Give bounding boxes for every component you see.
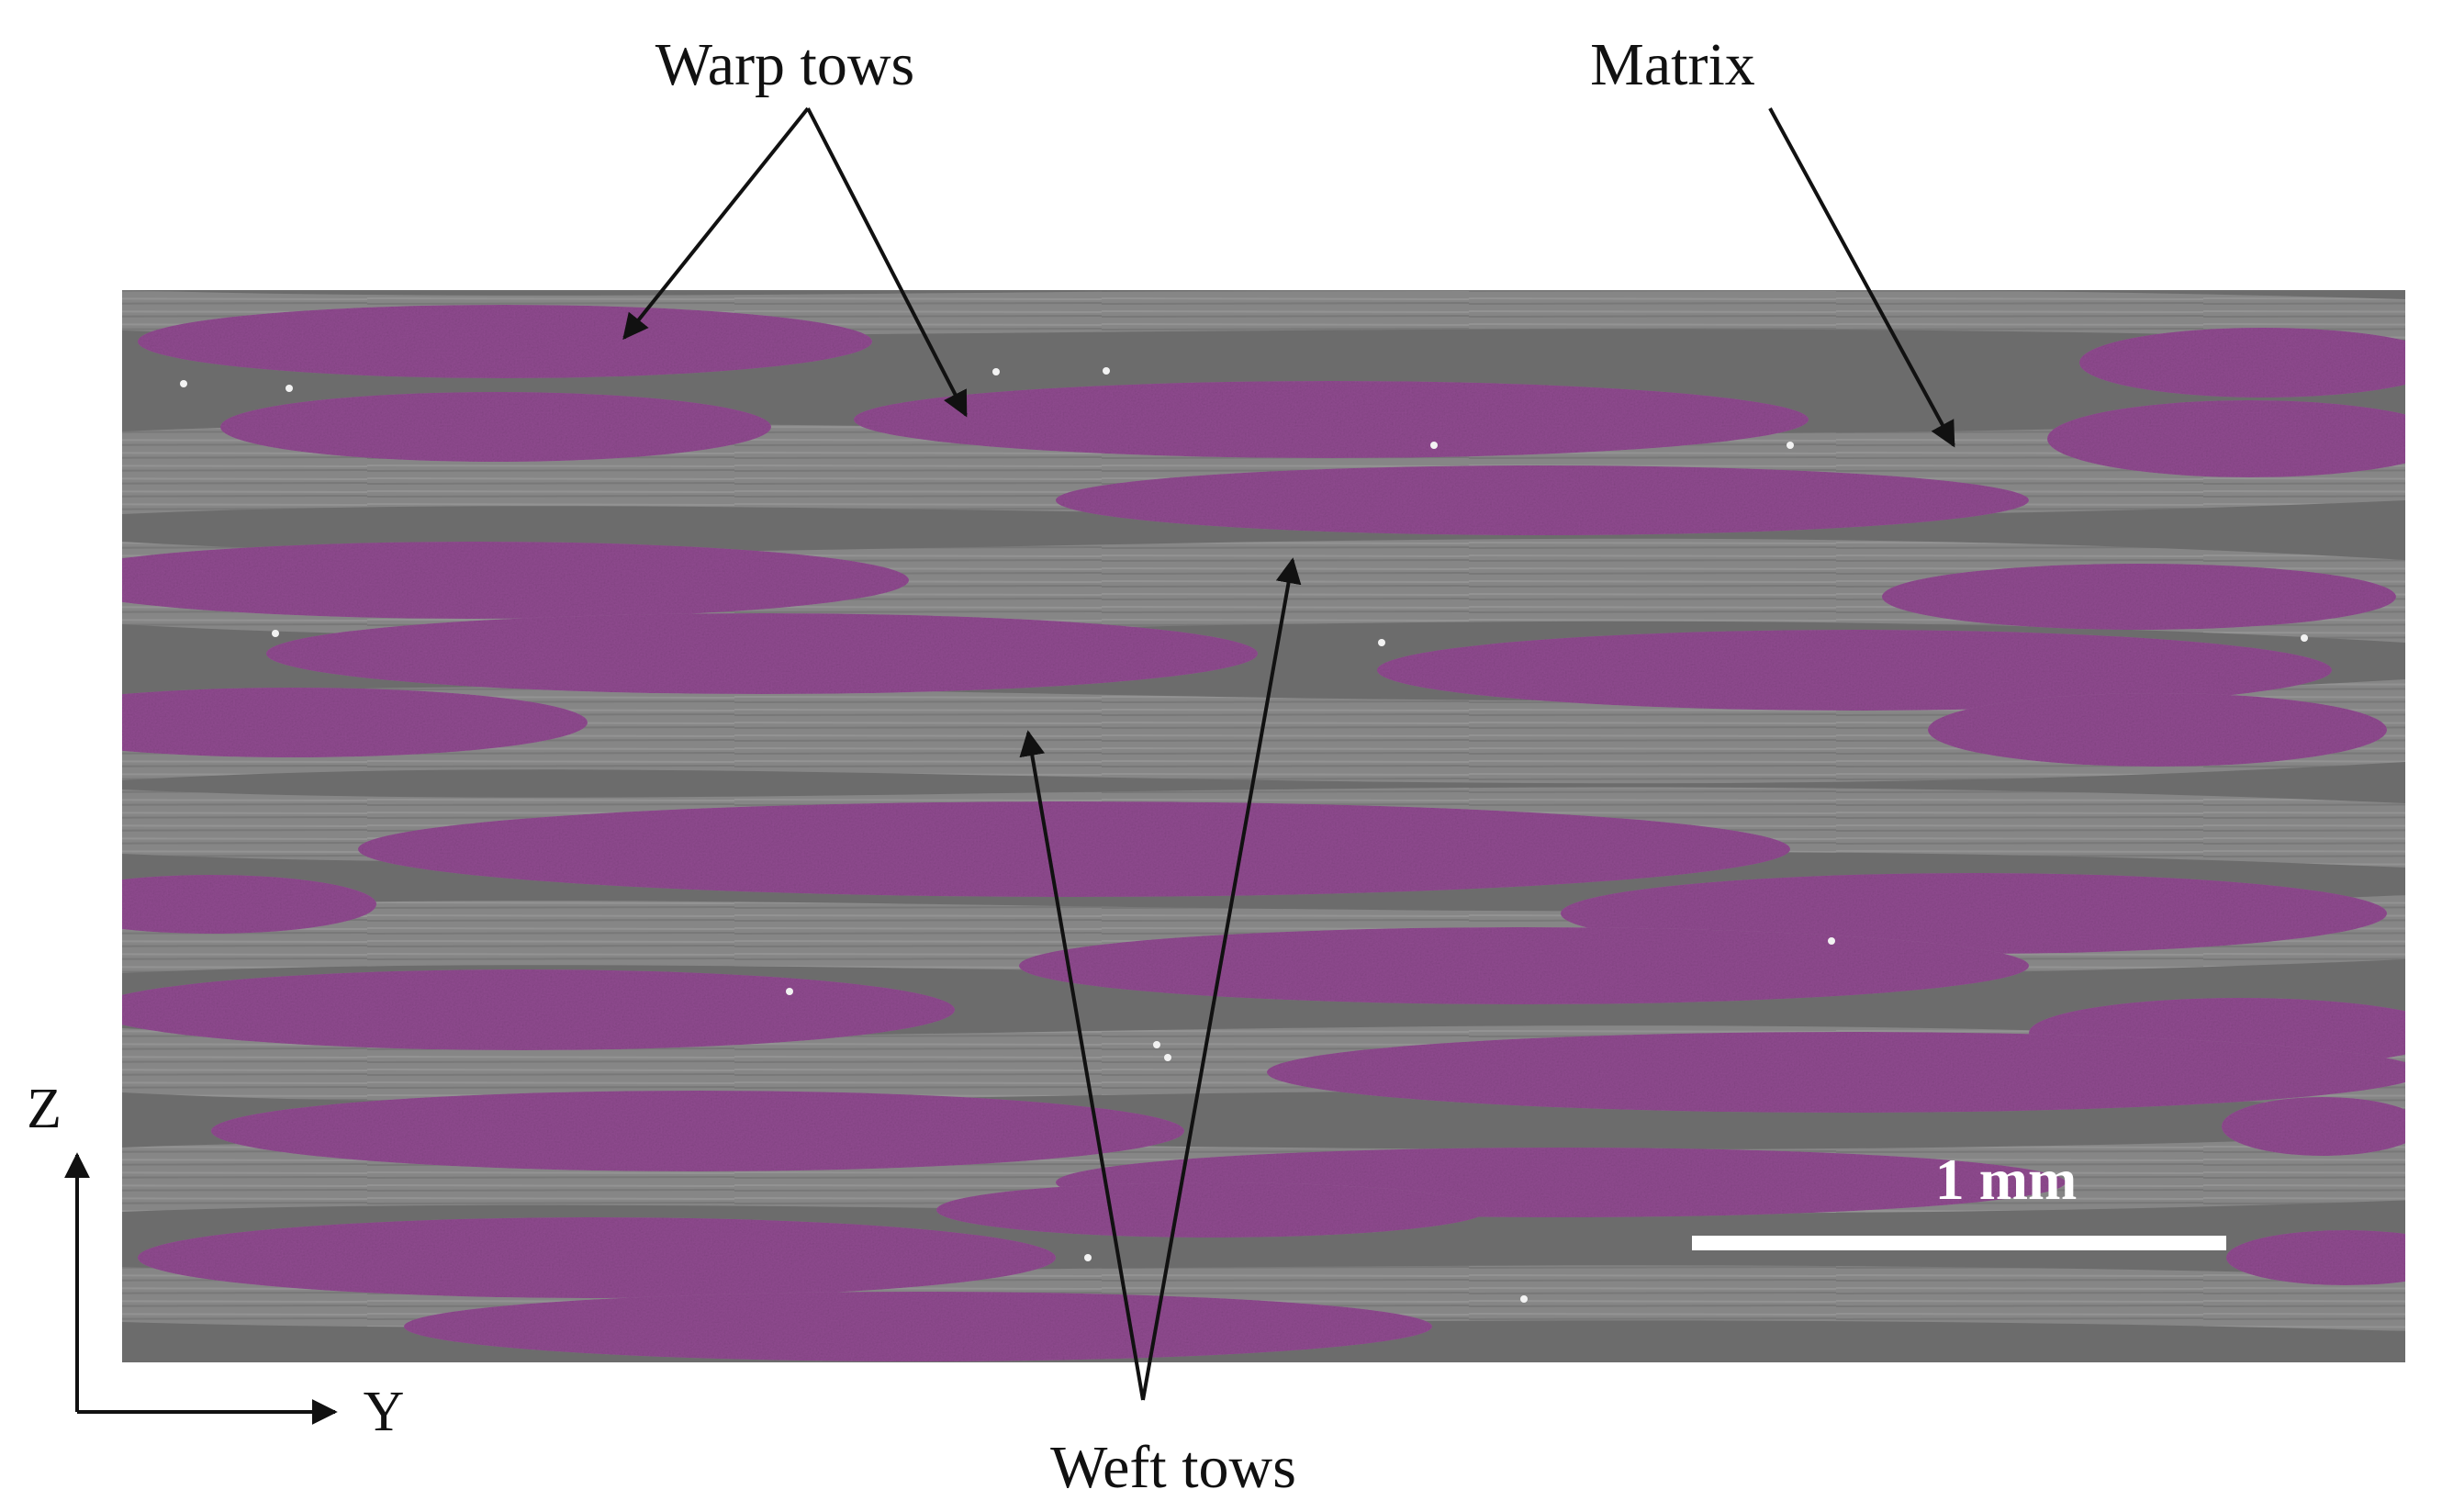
- warp-tow: [1882, 564, 2396, 630]
- warp-tow: [122, 969, 955, 1050]
- scale-bar: [1692, 1236, 2226, 1250]
- warp-tow: [2079, 328, 2405, 398]
- bright-speck: [1084, 1254, 1092, 1261]
- warp-tow: [266, 613, 1258, 694]
- warp-tow: [138, 305, 872, 378]
- label-warp-tows: Warp tows: [655, 31, 914, 98]
- warp-tow: [1928, 693, 2387, 767]
- bright-speck: [1153, 1041, 1160, 1048]
- micrograph-panel: [122, 290, 2405, 1362]
- warp-tow: [211, 1091, 1184, 1171]
- bright-speck: [992, 368, 1000, 375]
- warp-tow: [1267, 1032, 2405, 1113]
- warp-tow: [1019, 927, 2029, 1004]
- bright-speck: [1378, 639, 1385, 646]
- matrix-arrow: [1768, 107, 1955, 448]
- bright-speck: [1787, 442, 1794, 449]
- scale-bar-label: 1 mm: [1935, 1147, 2078, 1212]
- warp-tow: [404, 1292, 1432, 1361]
- bright-speck: [2301, 634, 2308, 642]
- bright-speck: [1103, 367, 1110, 375]
- warp-tow: [854, 381, 1809, 458]
- warp-tow: [358, 801, 1790, 897]
- warp-tow: [1056, 465, 2029, 535]
- warp-tow: [936, 1182, 1487, 1238]
- bright-speck: [180, 380, 187, 387]
- bright-speck: [1164, 1054, 1171, 1061]
- axis-indicator: [64, 1152, 338, 1425]
- warp-tow-ellipses: [122, 305, 2405, 1361]
- warp-tow: [220, 392, 771, 462]
- weft-arrow-left: [1019, 730, 1145, 1401]
- bright-speck: [286, 385, 293, 392]
- warp-tow: [1377, 630, 2332, 711]
- warp-tow: [2222, 1097, 2405, 1156]
- bright-inclusions: [180, 367, 2308, 1303]
- annotation-arrows: [622, 106, 1955, 1401]
- bright-speck: [1430, 442, 1438, 449]
- warp-tow: [122, 688, 588, 757]
- bright-speck: [1828, 937, 1835, 945]
- label-weft-tows: Weft tows: [1050, 1434, 1296, 1501]
- z-axis-label: Z: [27, 1078, 62, 1140]
- warp-arrow-right: [806, 107, 968, 418]
- warp-tow: [138, 1217, 1056, 1298]
- y-axis-label: Y: [364, 1381, 405, 1443]
- weft-arrow-right: [1141, 557, 1302, 1401]
- warp-tow: [122, 542, 909, 619]
- warp-tow: [2047, 400, 2405, 477]
- bright-speck: [786, 988, 793, 995]
- bright-speck: [272, 630, 279, 637]
- bright-speck: [1520, 1295, 1528, 1303]
- warp-arrow-left: [622, 106, 810, 341]
- label-matrix: Matrix: [1590, 31, 1755, 98]
- warp-tow: [122, 875, 376, 934]
- warp-tow: [2226, 1230, 2405, 1285]
